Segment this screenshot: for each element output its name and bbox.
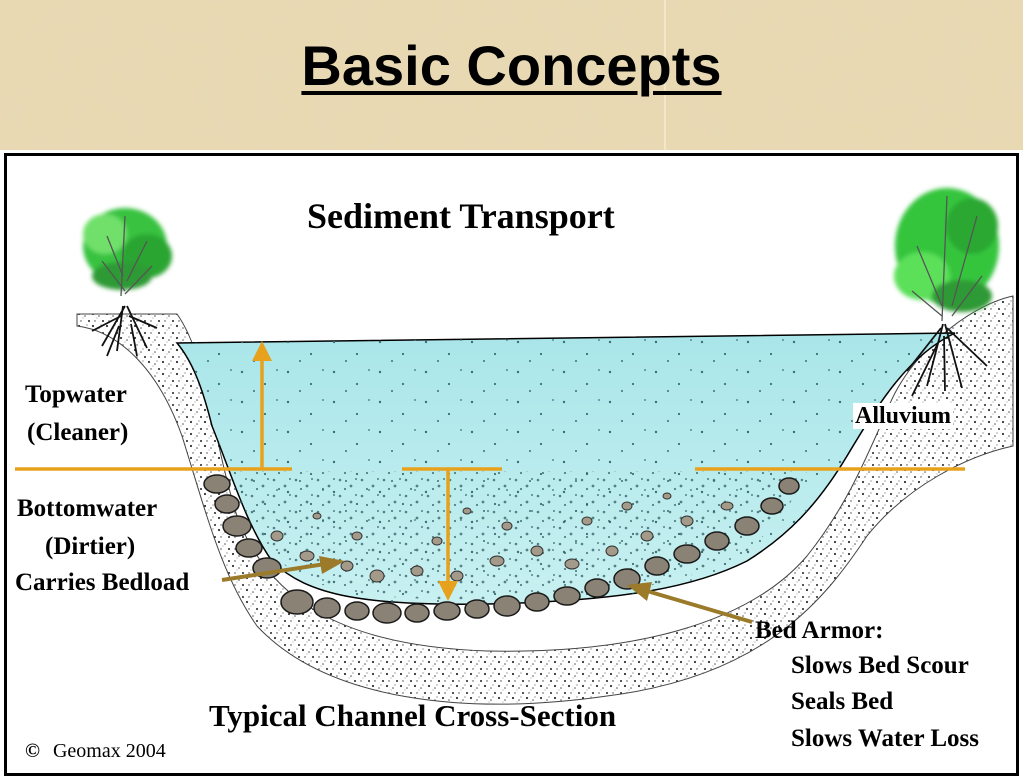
slide-header: Basic Concepts [0,0,1023,150]
channel-bank [76,295,1014,705]
bedload-arrow [221,556,345,582]
right-tree [894,188,999,397]
copyright-text: Geomax 2004 [52,740,166,762]
topwater-arrow [252,341,272,469]
channel-cross-section [15,188,1014,705]
bottomwater-arrow [438,469,458,601]
slide-title: Basic Concepts [301,34,722,97]
topwater-note: (Cleaner) [27,419,129,446]
bottomwater-note: (Dirtier) [45,533,136,560]
bed-armor-item: Slows Bed Scour [791,652,969,679]
bed-armor-arrow [627,582,753,624]
topwater-label: Topwater [25,381,127,408]
bed-armor-item: Seals Bed [791,688,894,715]
parchment-texture [0,0,1023,150]
left-tree [83,208,172,357]
copyright-icon: © [25,740,40,762]
bed-armor-rocks [203,474,800,624]
bed-armor-label: Bed Armor: [755,617,884,644]
diagram-frame: Sediment Transport Topwater (Cleaner) Bo… [4,153,1019,776]
carries-bedload-label: Carries Bedload [15,569,190,596]
alluvium-label: Alluvium [853,403,954,429]
bed-armor-item: Slows Water Loss [791,725,980,752]
copyright: © Geomax 2004 [25,740,166,763]
bottomwater-label: Bottomwater [17,495,158,522]
diagram-footer-title: Typical Channel Cross-Section [209,698,617,733]
diagram-title: Sediment Transport [307,196,615,236]
suspended-pebbles [270,492,734,583]
